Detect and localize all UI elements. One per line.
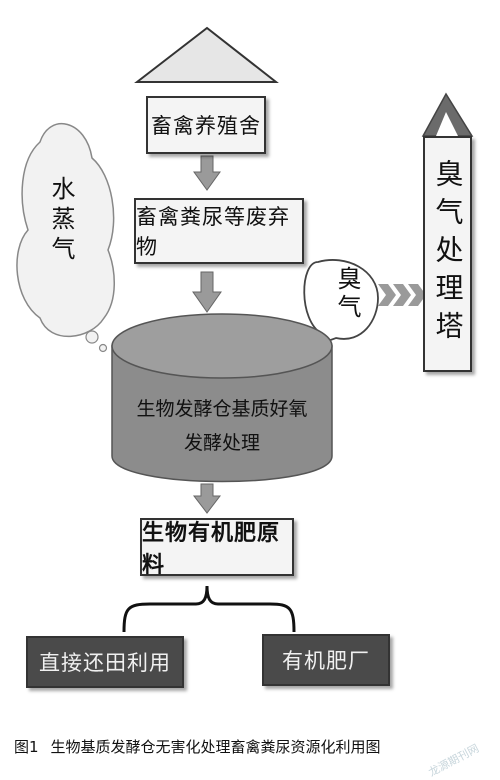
figure-caption: 图1 生物基质发酵仓无害化处理畜禽粪尿资源化利用图	[14, 736, 494, 757]
branch-brace	[122, 585, 296, 633]
tower-top	[421, 92, 474, 137]
factory-box: 有机肥厂	[262, 634, 390, 686]
warehouse-label: 生物发酵仓基质好氧 发酵处理	[112, 392, 332, 460]
odor-arrows	[378, 284, 426, 306]
figure-number: 图1	[14, 738, 39, 756]
house-label: 畜禽养殖舍	[151, 114, 261, 138]
tower-box: 臭气处理塔	[423, 136, 472, 372]
field-use-label: 直接还田利用	[39, 651, 171, 675]
warehouse-line2: 发酵处理	[183, 432, 260, 454]
house-box: 畜禽养殖舍	[146, 96, 266, 154]
waste-box: 畜禽粪尿等废弃物	[134, 198, 304, 264]
caption-text: 生物基质发酵仓无害化处理畜禽粪尿资源化利用图	[50, 738, 381, 756]
field-use-box: 直接还田利用	[26, 636, 184, 688]
steam-label: 水蒸气	[47, 176, 75, 266]
fertilizer-raw-box: 生物有机肥原料	[140, 518, 294, 578]
waste-label: 畜禽粪尿等废弃物	[136, 205, 290, 259]
warehouse-line1: 生物发酵仓基质好氧	[136, 398, 308, 420]
factory-label: 有机肥厂	[282, 649, 370, 673]
tower-label: 臭气处理塔	[431, 159, 465, 349]
fertilizer-raw-label: 生物有机肥原料	[142, 520, 281, 578]
odor-label: 臭气	[333, 266, 361, 322]
